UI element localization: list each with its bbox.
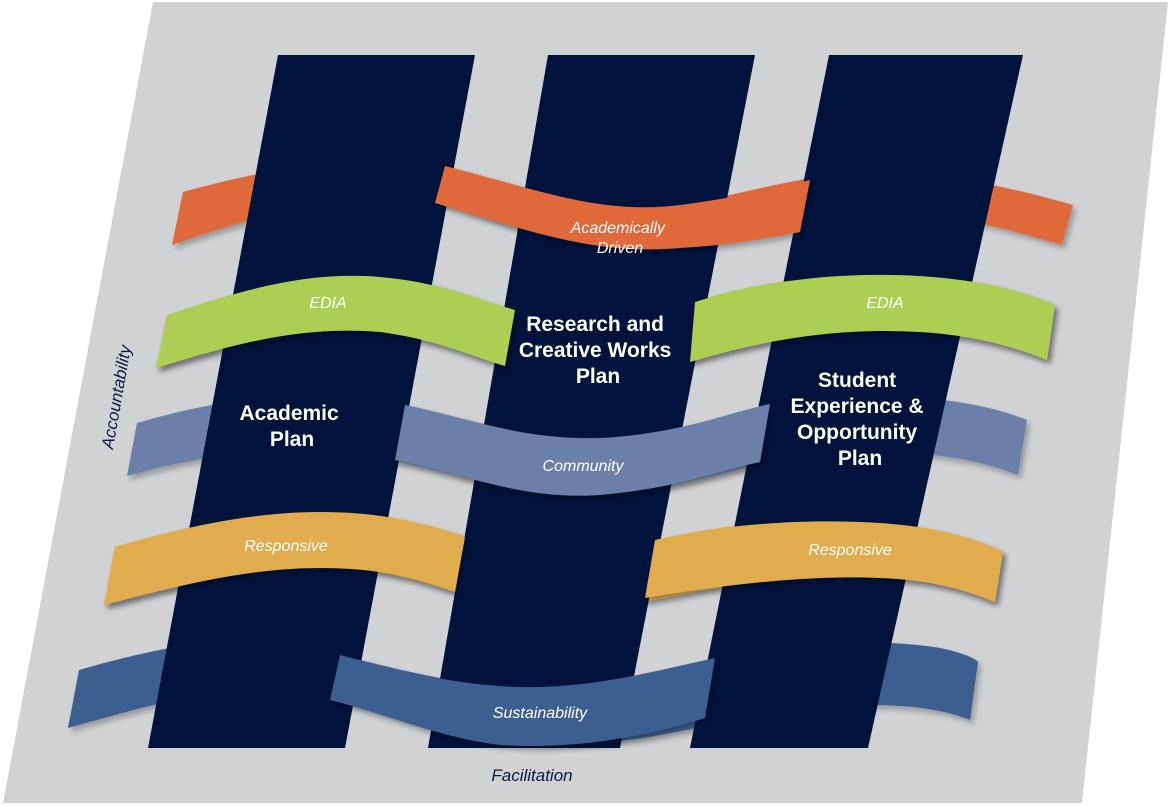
ribbon-edia-over-right bbox=[690, 274, 1055, 362]
ribbon-responsive-over-left bbox=[104, 512, 465, 605]
column-title-student-experience-opportunity-plan: Student Experience & Opportunity Plan bbox=[791, 369, 930, 470]
ribbon-edia-over-left bbox=[156, 275, 515, 368]
ribbon-responsive-over-right bbox=[645, 521, 1003, 602]
ribbon-label-responsive-right: Responsive bbox=[808, 542, 892, 559]
ribbon-label-edia-left: EDIA bbox=[309, 295, 346, 312]
ribbon-community-over bbox=[395, 404, 770, 496]
column-title-academic-plan: Academic Plan bbox=[239, 402, 344, 451]
ribbon-label-community: Community bbox=[543, 458, 625, 475]
ribbon-sustainability-over bbox=[330, 655, 715, 746]
ribbon-label-academically-driven: Academically Driven bbox=[570, 220, 670, 257]
ribbon-label-sustainability: Sustainability bbox=[493, 705, 588, 722]
column-title-research-creative-works-plan: Research and Creative Works Plan bbox=[519, 313, 677, 388]
axis-label-facilitation: Facilitation bbox=[491, 766, 572, 785]
ribbon-academically-driven-over bbox=[435, 166, 810, 250]
ribbon-label-edia-right: EDIA bbox=[866, 295, 903, 312]
ribbon-label-responsive-left: Responsive bbox=[244, 538, 328, 555]
